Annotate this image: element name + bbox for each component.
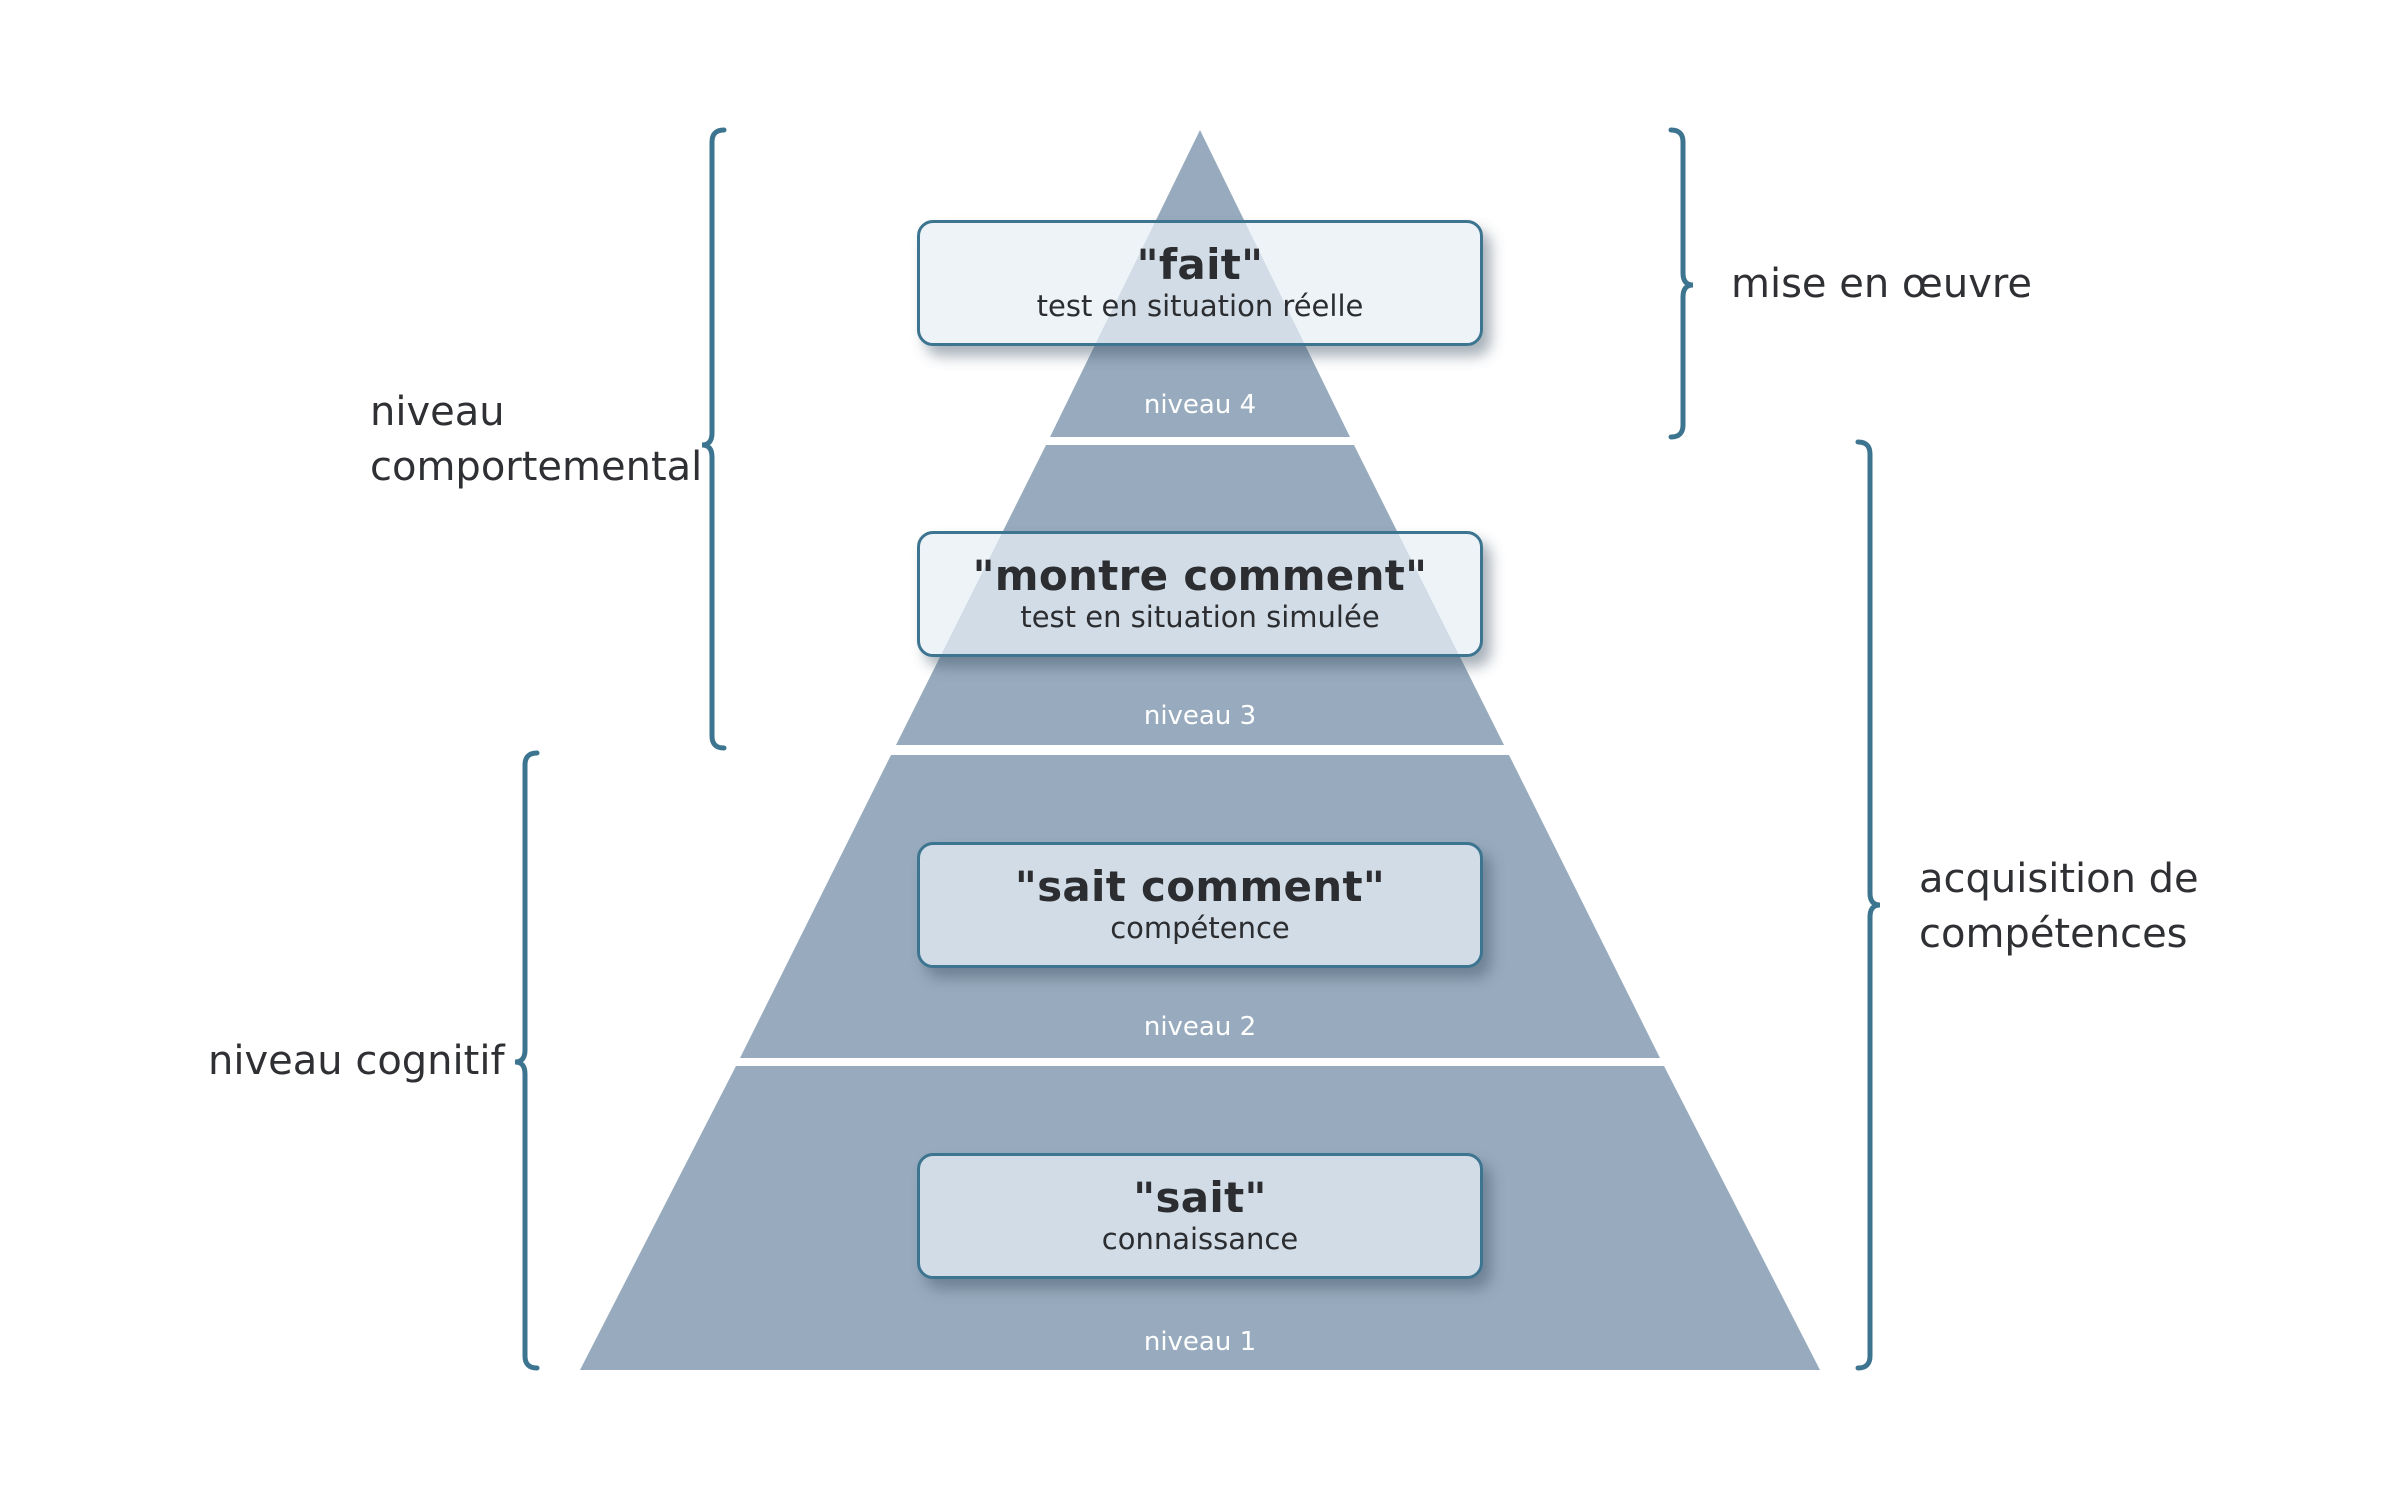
bracket-skills — [1855, 439, 1881, 1371]
level-label-2: niveau 2 — [1143, 1012, 1257, 1042]
level-box-4: "fait" test en situation réelle — [917, 220, 1483, 346]
level-box-1: "sait" connaissance — [917, 1153, 1483, 1279]
label-implementation: mise en œuvre — [1731, 257, 2032, 312]
bracket-cognitive — [514, 750, 540, 1371]
level-title: "montre comment" — [972, 551, 1428, 600]
bracket-implementation — [1668, 127, 1694, 440]
level-subtitle: test en situation simulée — [1020, 600, 1380, 634]
label-skills-line1: acquisition de — [1919, 856, 2199, 902]
level-title: "sait comment" — [1014, 862, 1386, 911]
level-subtitle: compétence — [1110, 911, 1290, 945]
bracket-behavioral — [701, 127, 727, 751]
label-behavioral-line2: comportemental — [370, 444, 703, 490]
level-subtitle: test en situation réelle — [1036, 289, 1364, 323]
level-label-4: niveau 4 — [1143, 390, 1257, 420]
level-subtitle: connaissance — [1101, 1222, 1299, 1256]
level-title: "fait" — [1136, 240, 1264, 289]
label-cognitive-line1: niveau cognitif — [208, 1038, 505, 1084]
label-implementation-line1: mise en œuvre — [1731, 261, 2033, 307]
level-label-3: niveau 3 — [1143, 701, 1257, 731]
level-box-3: "montre comment" test en situation simul… — [917, 531, 1483, 657]
label-skills: acquisition de compétences — [1919, 852, 2199, 962]
level-box-2: "sait comment" compétence — [917, 842, 1483, 968]
level-title: "sait" — [1133, 1173, 1267, 1222]
level-label-1: niveau 1 — [1143, 1327, 1257, 1357]
label-cognitive: niveau cognitif — [208, 1034, 505, 1089]
label-behavioral: niveau comportemental — [370, 385, 702, 495]
label-skills-line2: compétences — [1919, 911, 2188, 957]
label-behavioral-line1: niveau — [370, 389, 505, 435]
